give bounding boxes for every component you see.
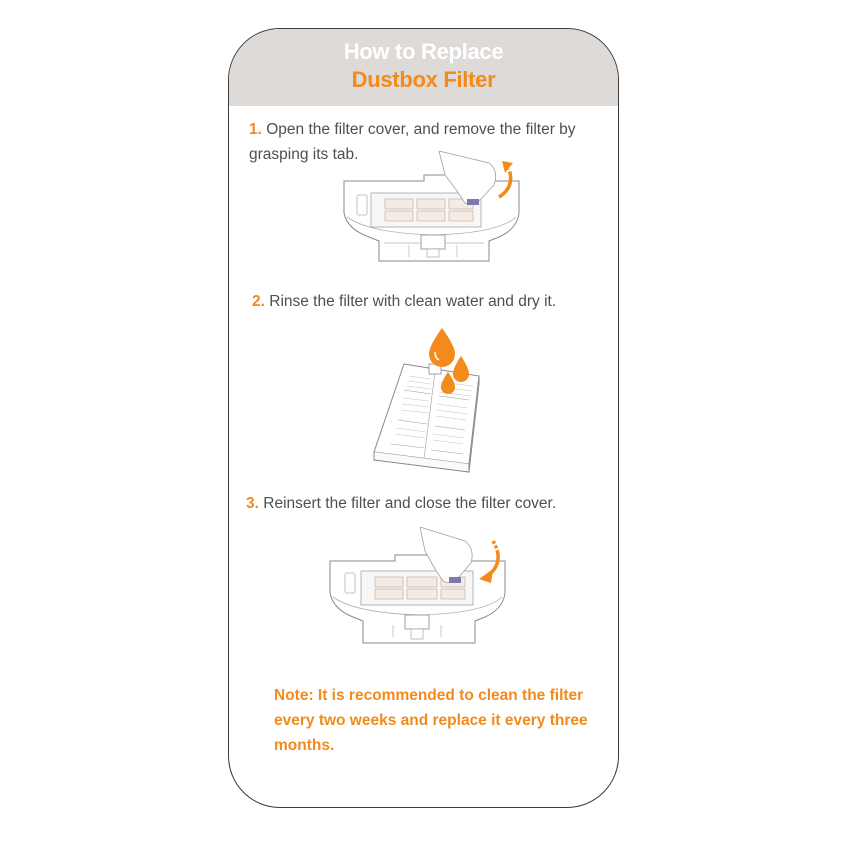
step-2-number: 2. (252, 293, 265, 310)
card-header: How to Replace Dustbox Filter (229, 29, 618, 106)
title-line-2: Dustbox Filter (351, 67, 496, 92)
title-line-1: How to Replace (343, 39, 504, 64)
filter-rinse-water-drops-illustration (369, 324, 489, 474)
step-2: 2. Rinse the filter with clean water and… (252, 289, 612, 314)
maintenance-note: Note: It is recommended to clean the fil… (274, 687, 588, 754)
step-3-text: Reinsert the filter and close the filter… (263, 495, 557, 512)
dustbox-remove-filter-illustration (339, 151, 529, 271)
step-2-text: Rinse the filter with clean water and dr… (269, 293, 557, 310)
step-1-number: 1. (249, 121, 262, 138)
step-3-number: 3. (246, 495, 259, 512)
step-1: 1. Open the filter cover, and remove the… (249, 117, 609, 167)
step-1-text: Open the filter cover, and remove the fi… (249, 121, 576, 163)
step-3: 3. Reinsert the filter and close the fil… (246, 491, 616, 516)
dustbox-insert-filter-illustration (325, 527, 515, 652)
instruction-card: How to Replace Dustbox Filter 1. Open th… (228, 28, 619, 808)
